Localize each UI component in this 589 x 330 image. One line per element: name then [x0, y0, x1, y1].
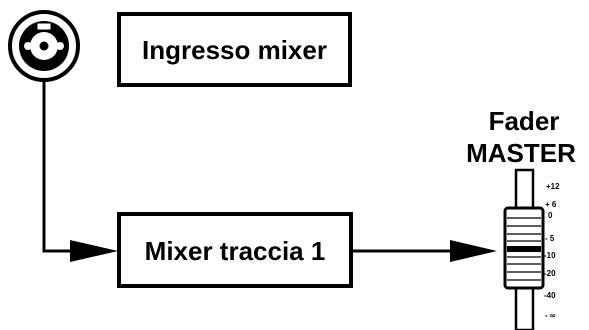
fader-title-line1: Fader: [489, 106, 560, 136]
scale-label-plus12: +12: [546, 182, 560, 191]
scale-label-minus-inf: - ∞: [545, 311, 556, 320]
fader-title-line2: MASTER: [466, 138, 576, 168]
arrowhead-icon: [450, 240, 497, 262]
arrowhead-icon: [70, 240, 118, 262]
scale-label-minus5: - 5: [545, 234, 555, 243]
scale-label-plus6: + 6: [545, 200, 557, 209]
track-mixer-box: Mixer traccia 1: [117, 212, 353, 288]
signal-line-track-to-fader: [351, 240, 497, 262]
scale-label-0: 0: [548, 211, 553, 220]
xlr-combo-jack-icon: [8, 10, 80, 82]
signal-line-jack-to-track: [42, 80, 118, 262]
scale-label-minus10: -10: [544, 251, 556, 260]
scale-label-minus40: -40: [544, 291, 556, 300]
mixer-input-label: Ingresso mixer: [142, 35, 327, 65]
fader-scale: +12 + 6 0 - 5 -10 -20 -40 - ∞: [544, 182, 560, 320]
mixer-input-box: Ingresso mixer: [117, 12, 352, 87]
fader-slider-icon: [503, 168, 545, 330]
scale-label-minus20: -20: [544, 269, 556, 278]
track-mixer-label: Mixer traccia 1: [145, 236, 326, 266]
